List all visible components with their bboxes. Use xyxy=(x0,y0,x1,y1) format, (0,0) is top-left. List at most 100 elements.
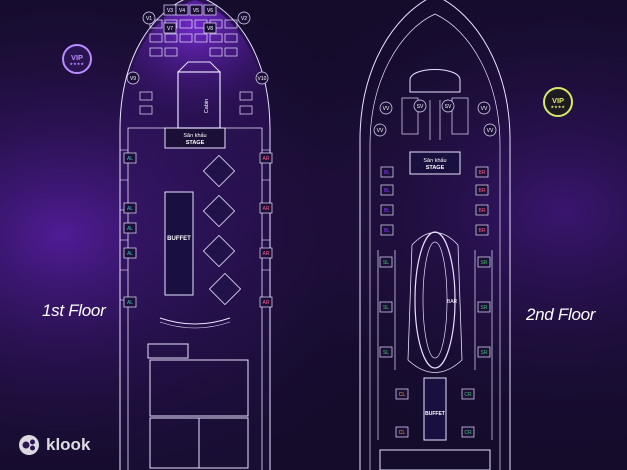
floor-label-2nd: 2nd Floor xyxy=(526,305,596,324)
deck1-seat-bow-6-label: V8 xyxy=(207,26,213,32)
deck1-seat-bow-4-label: V6 xyxy=(207,8,213,14)
deck1-stage-en: STAGE xyxy=(186,140,205,146)
deck1-table-ar-3-label: AR xyxy=(263,251,270,257)
deck1-seat-v2: V2 xyxy=(237,11,251,25)
deck2-table-sl-2-label: SL xyxy=(383,305,389,311)
deck1-seat-v9-label: V9 xyxy=(130,76,136,82)
deck2-table-sr-1: SR xyxy=(477,256,491,268)
deck1-seat-bow-5: V7 xyxy=(163,22,177,34)
deck2-table-cl-2: CL xyxy=(395,426,409,438)
deck1-seat-bow-4: V6 xyxy=(203,4,217,16)
deck2-center-bar xyxy=(414,231,456,369)
deck1-seat-bow-6: V8 xyxy=(203,22,217,34)
deck2-seat-vv-r1-label: VV xyxy=(481,106,488,112)
deck1-seat-v1: V1 xyxy=(142,11,156,25)
deck2-side-rails xyxy=(377,250,493,440)
vip-badge-left-stars: ★★★★ xyxy=(69,61,85,66)
deck2-table-bl-4: BL xyxy=(380,224,394,236)
deck2-seat-sv-2: SV xyxy=(441,99,455,113)
deck1-stairs xyxy=(147,343,189,359)
deck2-table-bl-1: BL xyxy=(380,166,394,178)
deck2-hull xyxy=(359,0,511,470)
deck2-buffet-label: BUFFET xyxy=(425,411,445,417)
deck1-seat-v9: V9 xyxy=(126,71,140,85)
deck1-table-al-4-label: AL xyxy=(127,251,133,257)
brand-watermark: klook xyxy=(18,434,90,456)
deck2-inner-hull xyxy=(369,13,501,470)
deck1-buffet-label: BUFFET xyxy=(167,236,191,242)
deck1-cabin xyxy=(177,71,221,129)
deck2-table-br-4: BR xyxy=(475,224,489,236)
deck1-table-al-1-label: AL xyxy=(127,156,133,162)
deck-1st-floor xyxy=(119,0,271,470)
deck2-table-sl-2: SL xyxy=(379,301,393,313)
deck2-table-cr-1-label: CR xyxy=(464,392,472,398)
deck2-table-sr-3-label: SR xyxy=(481,350,488,356)
deck2-bottom-room xyxy=(379,449,491,470)
deck1-seat-bow-1: V3 xyxy=(163,4,177,16)
deck1-table-al-5-label: AL xyxy=(127,300,133,306)
deck2-table-bl-4-label: BL xyxy=(384,228,390,234)
vip-badge-right: VIP ★★★★ xyxy=(543,87,573,117)
deck1-seat-bow-2: V4 xyxy=(175,4,189,16)
klook-logo-icon xyxy=(19,435,39,455)
deck2-seat-sv-1: SV xyxy=(413,99,427,113)
deck2-table-cr-2: CR xyxy=(461,426,475,438)
deck1-lower-arc xyxy=(159,321,231,329)
deck2-stage-vn: Sân khấu xyxy=(423,158,446,164)
deck1-table-al-3: AL xyxy=(123,222,137,234)
vip-badge-left: VIP ★★★★ xyxy=(62,44,92,74)
brand-name: klook xyxy=(46,435,91,454)
deck1-seat-bow-5-label: V7 xyxy=(167,26,173,32)
deck1-bow-area xyxy=(123,0,267,128)
deck1-table-al-4: AL xyxy=(123,247,137,259)
deck2-seat-vv-r1: VV xyxy=(477,101,491,115)
deck1-table-ar-3: AR xyxy=(259,247,273,259)
vip-badge-right-text: VIP xyxy=(551,95,565,105)
deck2-bar-label: BAR xyxy=(447,299,458,305)
deck2-table-br-2-label: BR xyxy=(479,188,486,194)
deck2-bar-outline xyxy=(407,232,463,373)
deck2-table-sl-3-label: SL xyxy=(383,350,389,356)
deck2-seat-vv-l1: VV xyxy=(379,101,393,115)
deck1-seat-bow-3-label: V5 xyxy=(193,8,199,14)
deck2-table-br-3: BR xyxy=(475,204,489,216)
deck2-seat-vv-l1-label: VV xyxy=(383,106,390,112)
deck1-table-ar-2-label: AR xyxy=(263,206,270,212)
deck1-seat-bow-1-label: V3 xyxy=(167,8,173,14)
vip-badge-right-stars: ★★★★ xyxy=(550,104,566,109)
deck2-table-bl-3: BL xyxy=(380,204,394,216)
deck2-table-cl-1: CL xyxy=(395,388,409,400)
deck2-table-br-1-label: BR xyxy=(479,170,486,176)
deck1-seat-v2-label: V2 xyxy=(241,16,247,22)
deck2-table-sr-1-label: SR xyxy=(481,260,488,266)
deck2-table-bl-3-label: BL xyxy=(384,208,390,214)
deck1-stage-vn: Sân khấu xyxy=(183,133,206,139)
deck2-dome xyxy=(409,69,461,93)
deck1-seat-v1-label: V1 xyxy=(146,16,152,22)
deck2-table-sl-1: SL xyxy=(379,256,393,268)
deck2-table-br-2: BR xyxy=(475,184,489,196)
deck1-cabin-roof xyxy=(177,61,221,73)
deck1-table-al-2: AL xyxy=(123,202,137,214)
deck2-buffet xyxy=(423,377,447,441)
deck1-table-al-5: AL xyxy=(123,296,137,308)
deck2-table-bl-2: BL xyxy=(380,184,394,196)
deck1-table-al-1: AL xyxy=(123,152,137,164)
deck2-seat-vv-l2-label: VV xyxy=(377,128,384,134)
deck1-table-ar-4: AR xyxy=(259,296,273,308)
deck2-seat-vv-r2-label: VV xyxy=(487,128,494,134)
vip-badge-left-text: VIP xyxy=(70,52,84,62)
deck-2nd-floor xyxy=(359,0,511,470)
deck2-table-cl-1-label: CL xyxy=(399,392,406,398)
deck1-seat-v10: V10 xyxy=(255,71,269,85)
deck2-table-cr-2-label: CR xyxy=(464,430,472,436)
deck2-seat-sv-1-label: SV xyxy=(417,104,424,110)
deck2-table-sr-2-label: SR xyxy=(481,305,488,311)
deck1-buffet-box xyxy=(164,191,194,296)
deck1-table-al-2-label: AL xyxy=(127,206,133,212)
deck1-seat-v10-label: V10 xyxy=(258,76,267,82)
deck2-table-br-3-label: BR xyxy=(479,208,486,214)
